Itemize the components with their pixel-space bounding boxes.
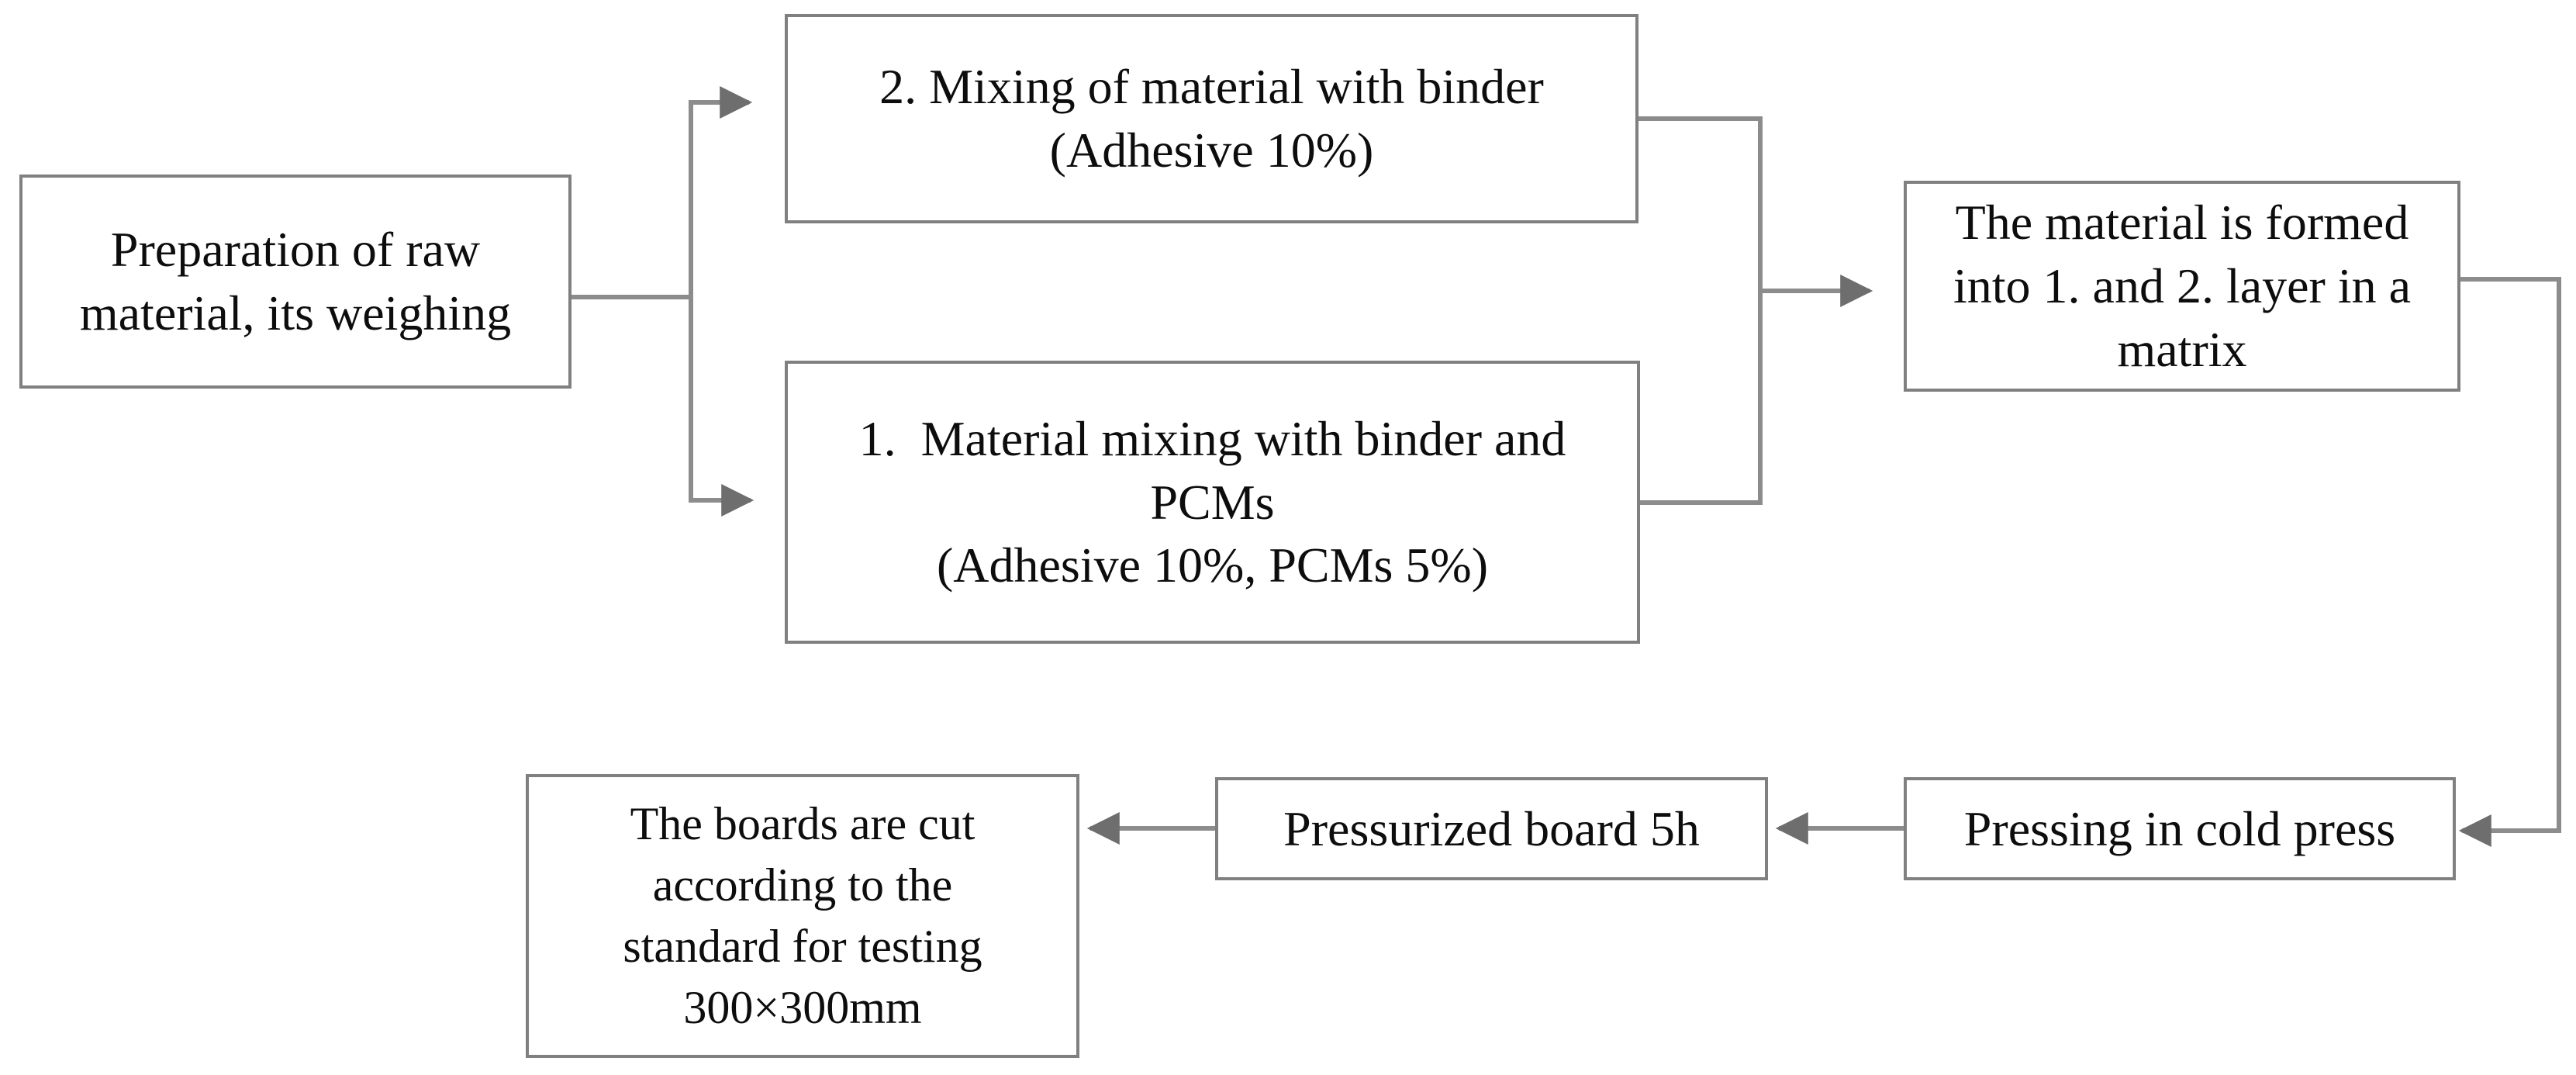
- connector-forming-to-pressing-arrow: [2458, 277, 2561, 847]
- pressurized-board-box-label: Pressurized board 5h: [1283, 800, 1700, 856]
- connector-split-to-mixing-binder-arrow: [689, 86, 753, 297]
- boards-cut-box-label: The boards are cut: [630, 797, 975, 849]
- connector-split-to-mixing-binder-pcms-arrow: [689, 297, 754, 517]
- preparation-box-label: Preparation of raw: [110, 222, 481, 278]
- forming-in-matrix-box-label: into 1. and 2. layer in a: [1953, 258, 2412, 314]
- pressurized-board-box: Pressurized board 5h: [1215, 777, 1768, 880]
- mixing-with-binder-and-pcms-box-label: PCMs: [1150, 474, 1275, 530]
- mixing-with-binder-and-pcms-box: 1. Material mixing with binder and PCMs …: [785, 361, 1640, 644]
- mixing-with-binder-box-label: (Adhesive 10%): [1049, 123, 1374, 178]
- preparation-box: Preparation of raw material, its weighin…: [19, 175, 571, 389]
- mixing-with-binder-box-label: 2. Mixing of material with binder: [879, 59, 1544, 115]
- boards-cut-box-label: standard for testing: [623, 921, 982, 972]
- boards-cut-box-label: according to the: [652, 859, 953, 911]
- preparation-box-label: material, its weighing: [79, 285, 512, 340]
- boards-cut-box-label: 300×300mm: [683, 982, 922, 1034]
- pressing-cold-press-box: Pressing in cold press: [1904, 777, 2456, 880]
- forming-in-matrix-box: The material is formed into 1. and 2. la…: [1904, 181, 2460, 392]
- pressing-cold-press-box-label: Pressing in cold press: [1963, 800, 2396, 856]
- mixing-with-binder-and-pcms-box-label: (Adhesive 10%, PCMs 5%): [936, 538, 1489, 593]
- mixing-with-binder-box: 2. Mixing of material with binder (Adhes…: [785, 14, 1638, 223]
- forming-in-matrix-box-label: The material is formed: [1955, 195, 2409, 251]
- boards-cut-box: The boards are cut according to the stan…: [526, 774, 1079, 1058]
- forming-in-matrix-box-label: matrix: [2117, 321, 2247, 377]
- mixing-with-binder-and-pcms-box-label: 1. Material mixing with binder and: [858, 410, 1566, 466]
- connector-merge-from-mixing-boxes: [1638, 116, 1763, 505]
